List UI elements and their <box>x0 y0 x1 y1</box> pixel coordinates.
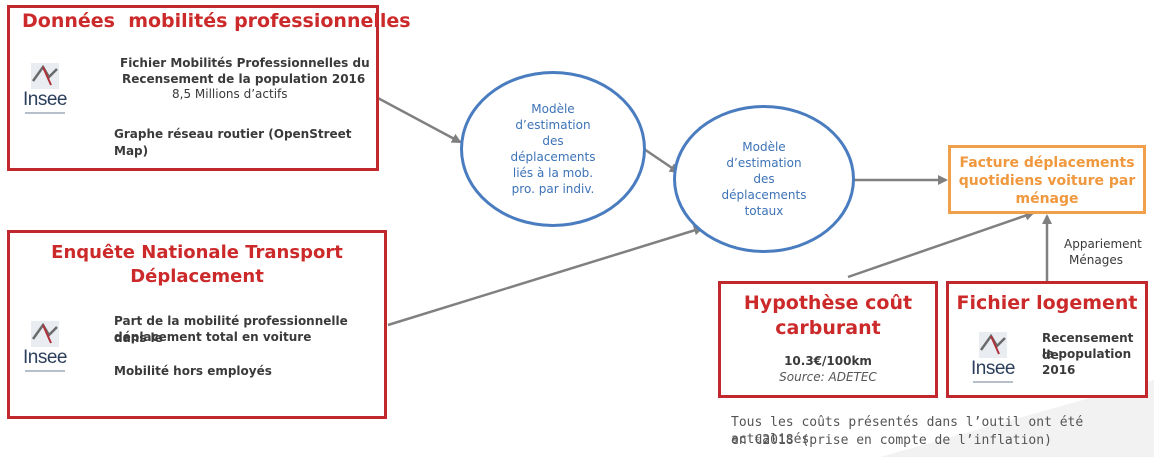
insee-logo: Insee <box>971 330 1015 386</box>
donnees-mobilites-box: Données mobilités professionnelles Insee… <box>7 5 411 171</box>
hypothese-cout-box: Hypothèse coût carburant 10.3€/100km Sou… <box>718 281 938 398</box>
arrow-hypothese-to-facture <box>847 210 1035 279</box>
hypothese-title-line1: Hypothèse coût <box>743 292 913 314</box>
enquete-line2: déplacement total en voiture <box>114 330 312 344</box>
model-ellipse-totaux: Modèle d’estimation des déplacements tot… <box>673 105 855 253</box>
enquete-title-line2: Déplacement <box>130 266 264 287</box>
donnees-line1: Fichier Mobilités Professionnelles du <box>120 56 370 70</box>
watermark-shape <box>880 380 1154 457</box>
insee-logo: Insee <box>23 319 67 375</box>
enquete-title-line1: Enquête Nationale Transport <box>51 242 343 263</box>
insee-logo: Insee <box>23 61 67 117</box>
footnote-line1: Tous les coûts présentés dans l’outil on… <box>731 415 1084 447</box>
logement-line3: 2016 <box>1042 363 1076 377</box>
menages-label: Ménages <box>1069 253 1123 267</box>
enquete-line1: Part de la mobilité professionnelle dans… <box>114 314 348 345</box>
arrow-donnees-to-model1 <box>375 95 462 144</box>
facture-deplacements-box: Facture déplacements quotidiens voiture … <box>948 145 1146 214</box>
hypothese-source: Source: ADETEC <box>779 370 877 384</box>
donnees-title: Données mobilités professionnelles <box>22 10 411 32</box>
fichier-logement-box: Fichier logement Insee Recensement de la… <box>946 281 1148 398</box>
donnees-line2: Recensement de la population 2016 <box>122 72 366 86</box>
logement-title: Fichier logement <box>956 292 1138 314</box>
logement-line2: la population <box>1042 347 1132 361</box>
arrow-model1-to-model2 <box>643 147 680 174</box>
hypothese-title-line2: carburant <box>775 317 881 339</box>
ellipse1-text: Modèle d’estimation des déplacements lié… <box>510 102 596 196</box>
hypothese-value: 10.3€/100km <box>784 354 872 368</box>
footnote-line2: en €2018 (prise en compte de l’inflation… <box>731 433 1052 448</box>
logement-line1: Recensement de <box>1042 331 1134 362</box>
enquete-nationale-box: Enquête Nationale Transport Déplacement … <box>7 230 387 419</box>
donnees-line3: 8,5 Millions d’actifs <box>172 87 288 101</box>
ellipse2-text: Modèle d’estimation des déplacements tot… <box>721 140 807 218</box>
enquete-line3: Mobilité hors employés <box>114 364 272 378</box>
arrow-enquete-to-model2 <box>387 225 704 327</box>
model-ellipse-mob-pro: Modèle d’estimation des déplacements lié… <box>460 71 646 227</box>
donnees-line4: Graphe réseau routier (OpenStreet Map) <box>114 127 352 158</box>
appariement-label: Appariement <box>1064 237 1142 251</box>
